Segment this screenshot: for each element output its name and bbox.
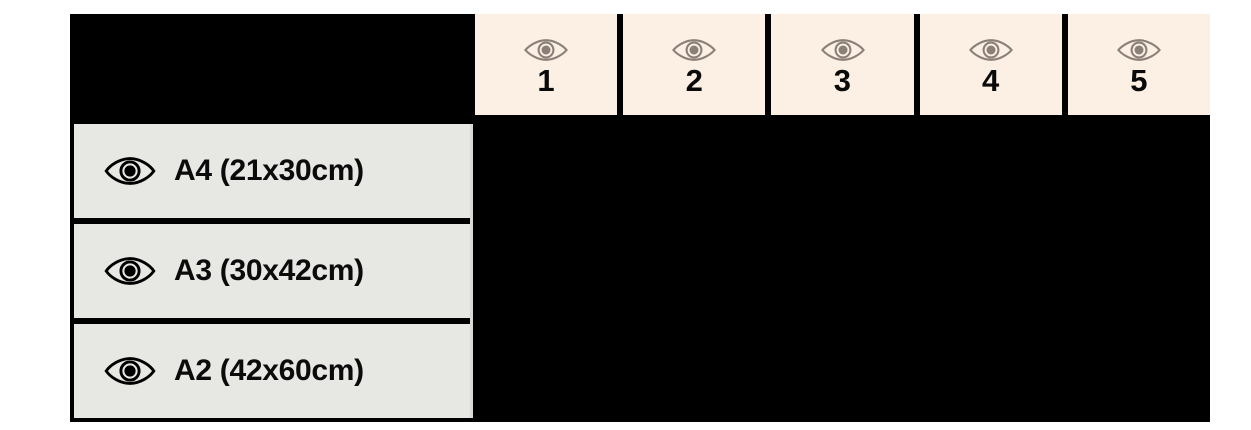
matrix-cell-a3-3[interactable] (773, 224, 915, 318)
table-row (478, 324, 1210, 418)
matrix-cell-a2-4[interactable] (920, 324, 1063, 418)
matrix-cell-a3-2[interactable] (625, 224, 768, 318)
row-label-a4[interactable]: A4 (21x30cm) (74, 124, 470, 218)
eye-icon (968, 37, 1014, 63)
matrix-cell-a2-3[interactable] (773, 324, 915, 418)
row-label-a2[interactable]: A2 (42x60cm) (74, 324, 470, 418)
matrix-cell-a3-1[interactable] (478, 224, 620, 318)
matrix-cell-a2-5[interactable] (1068, 324, 1210, 418)
column-header-4[interactable]: 4 (919, 14, 1062, 115)
column-header-2[interactable]: 2 (623, 14, 766, 115)
column-header-label: 3 (833, 62, 852, 98)
matrix-cell-a4-2[interactable] (625, 124, 768, 218)
row-label-column: A4 (21x30cm) A3 (30x42cm) A2 (42x60c (74, 124, 470, 418)
matrix-cell-a4-4[interactable] (920, 124, 1063, 218)
matrix-cell-a4-3[interactable] (773, 124, 915, 218)
eye-icon (523, 37, 569, 63)
column-header-label: 5 (1130, 62, 1148, 98)
row-label-text: A3 (30x42cm) (174, 254, 364, 287)
row-label-text: A4 (21x30cm) (174, 154, 364, 187)
eye-icon (671, 37, 717, 63)
matrix-cell-a2-1[interactable] (478, 324, 620, 418)
column-header-5[interactable]: 5 (1067, 14, 1211, 115)
eye-icon (104, 255, 156, 287)
column-header-label: 1 (537, 62, 555, 98)
matrix-cell-a3-5[interactable] (1068, 224, 1210, 318)
eye-icon (104, 355, 156, 387)
eye-icon (1116, 37, 1162, 63)
eye-icon (104, 155, 156, 187)
column-header-label: 2 (685, 62, 704, 98)
matrix-cell-a2-2[interactable] (625, 324, 768, 418)
table-row (478, 224, 1210, 318)
matrix-cell-a4-5[interactable] (1068, 124, 1210, 218)
matrix-cell-a3-4[interactable] (920, 224, 1063, 318)
column-header-1[interactable]: 1 (475, 14, 618, 115)
eye-icon (820, 37, 866, 63)
table-row (478, 124, 1210, 218)
column-header-row: 1 2 3 (475, 14, 1211, 115)
row-label-divider (470, 124, 473, 418)
column-header-3[interactable]: 3 (771, 14, 914, 115)
row-label-a3[interactable]: A3 (30x42cm) (74, 224, 470, 318)
row-label-text: A2 (42x60cm) (174, 354, 364, 387)
column-header-label: 4 (981, 62, 1000, 98)
matrix-body (478, 124, 1210, 418)
matrix-cell-a4-1[interactable] (478, 124, 620, 218)
